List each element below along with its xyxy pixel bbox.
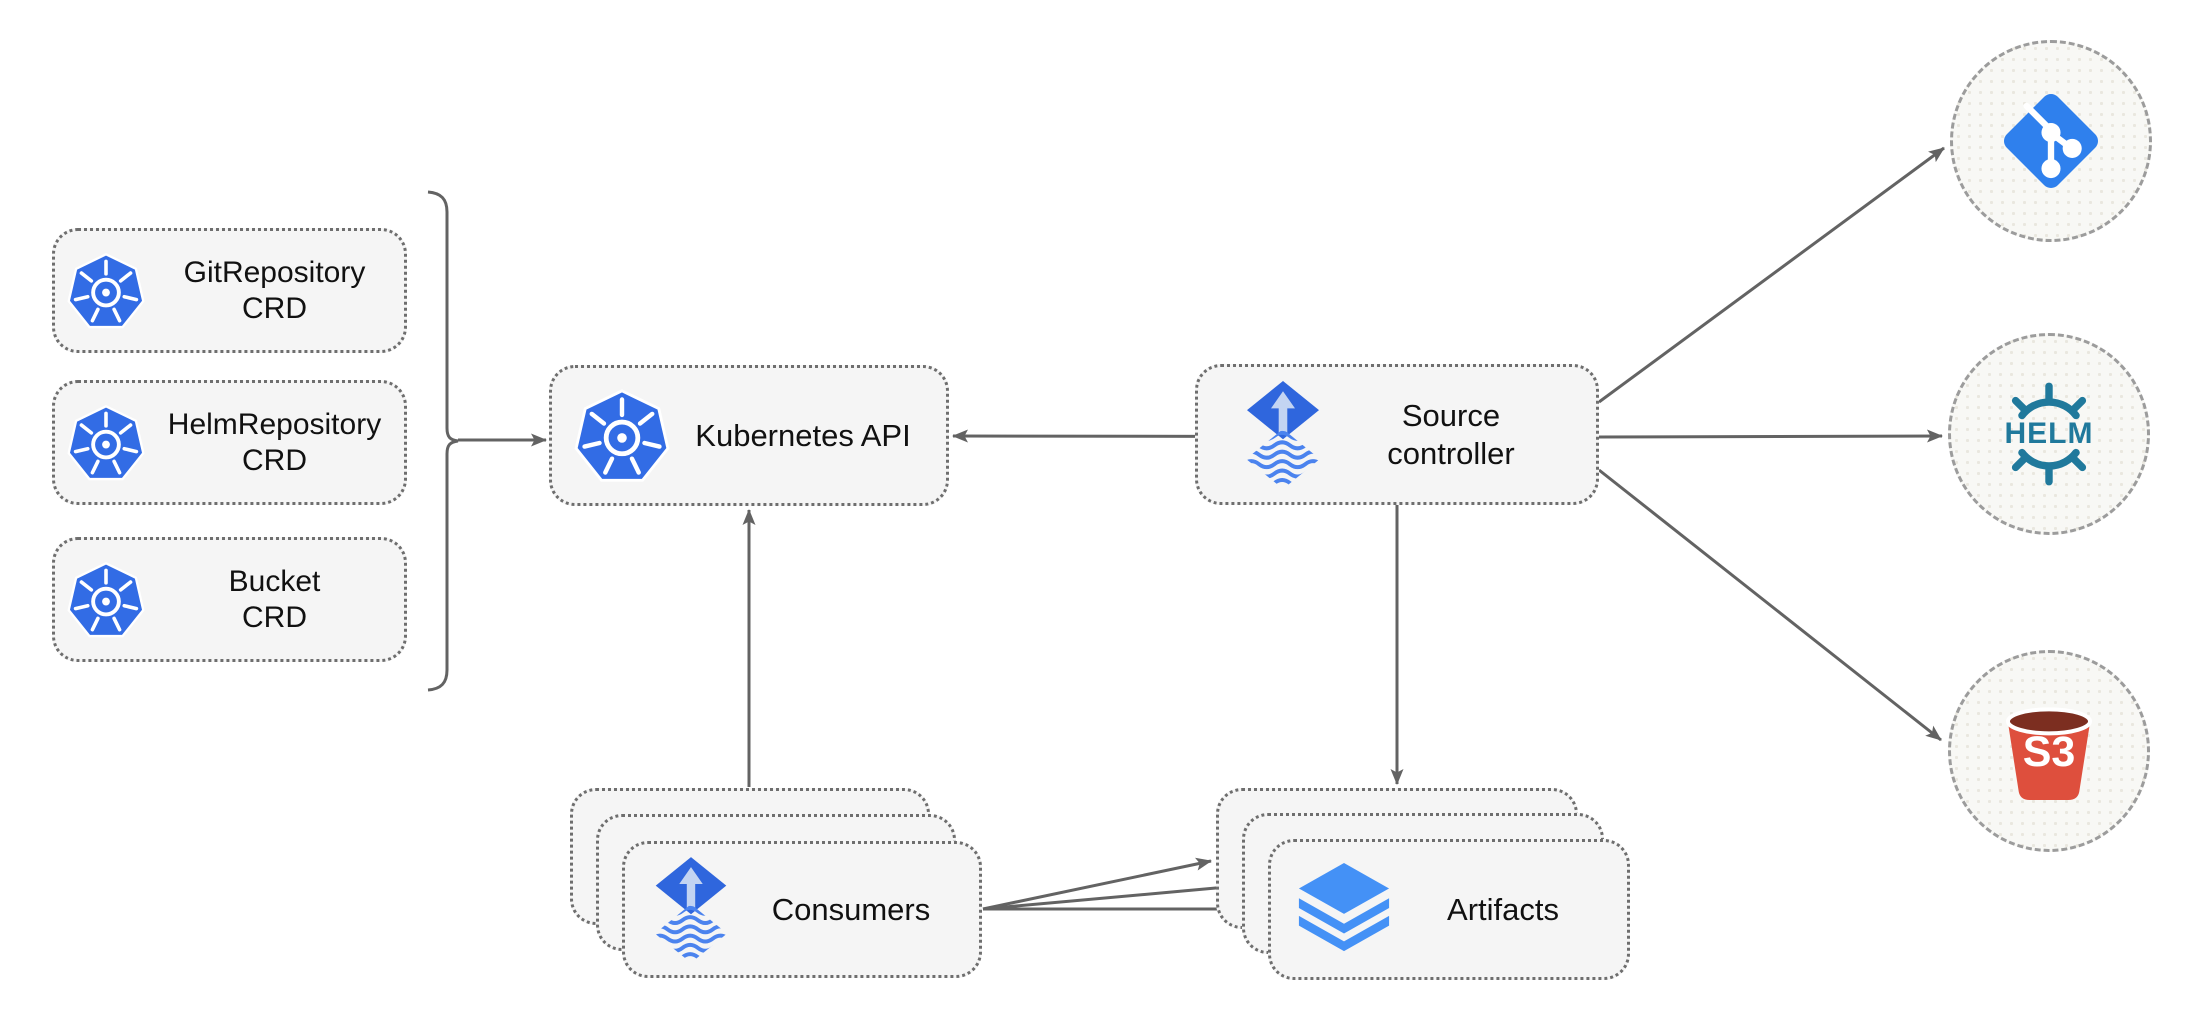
crd-group-bracket: [427, 190, 459, 692]
node-s3-source: S3: [1948, 650, 2150, 852]
s3-icon-label: S3: [2022, 728, 2076, 776]
helm-icon: HELM: [1996, 381, 2102, 487]
gitrepository-crd-line1: GitRepository: [183, 255, 366, 289]
bucket-crd-line2: CRD: [242, 600, 307, 634]
edge-source-controller-to-git: [1598, 146, 1945, 404]
node-gitrepository-crd: GitRepository CRD: [52, 228, 407, 353]
bucket-crd-label: Bucket CRD: [145, 564, 404, 636]
source-controller-label: Source controller: [1326, 397, 1576, 471]
flux-icon: [1240, 381, 1326, 489]
node-git-source: [1950, 40, 2152, 242]
source-controller-line1: Source: [1401, 398, 1501, 434]
layers-icon: [1295, 861, 1393, 959]
node-artifacts: Artifacts: [1268, 839, 1630, 980]
node-bucket-crd: Bucket CRD: [52, 537, 407, 662]
artifacts-label: Artifacts: [1447, 891, 1559, 927]
edge-consumers-to-artifacts-2: [982, 880, 1239, 911]
edge-consumers-to-artifacts-1: [982, 857, 1212, 911]
git-icon: [1998, 88, 2104, 194]
edge-source-controller-to-s3: [1598, 468, 1942, 742]
kubernetes-icon: [67, 404, 145, 482]
kubernetes-api-label: Kubernetes API: [695, 417, 911, 453]
helmrepository-crd-line1: HelmRepository: [167, 407, 382, 441]
node-helmrepository-crd: HelmRepository CRD: [52, 380, 407, 505]
node-helm-source: HELM: [1948, 333, 2150, 535]
helmrepository-crd-label: HelmRepository CRD: [145, 407, 404, 479]
gitrepository-crd-label: GitRepository CRD: [145, 255, 404, 327]
source-controller-line2: controller: [1387, 435, 1515, 471]
kubernetes-icon: [574, 388, 670, 484]
node-kubernetes-api: Kubernetes API: [549, 365, 949, 506]
flux-icon: [649, 857, 733, 963]
s3-icon: S3: [1990, 694, 2108, 808]
gitrepository-crd-line2: CRD: [242, 291, 307, 325]
node-source-controller: Source controller: [1195, 364, 1599, 505]
bucket-crd-line1: Bucket: [228, 564, 321, 598]
helmrepository-crd-line2: CRD: [242, 443, 307, 477]
edge-source-controller-to-helm: [1598, 429, 1943, 443]
kubernetes-icon: [67, 252, 145, 330]
node-consumers: Consumers: [622, 841, 982, 978]
helm-icon-label: HELM: [2004, 417, 2094, 450]
kubernetes-icon: [67, 561, 145, 639]
consumers-label: Consumers: [771, 891, 931, 927]
